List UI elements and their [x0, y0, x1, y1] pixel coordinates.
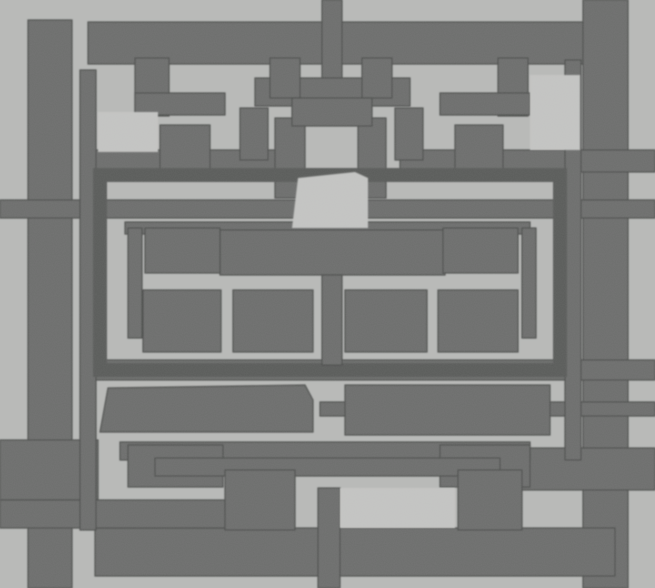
- noise-overlay: [0, 0, 655, 588]
- chip-layout-svg: [0, 0, 655, 588]
- micrograph-canvas: [0, 0, 655, 588]
